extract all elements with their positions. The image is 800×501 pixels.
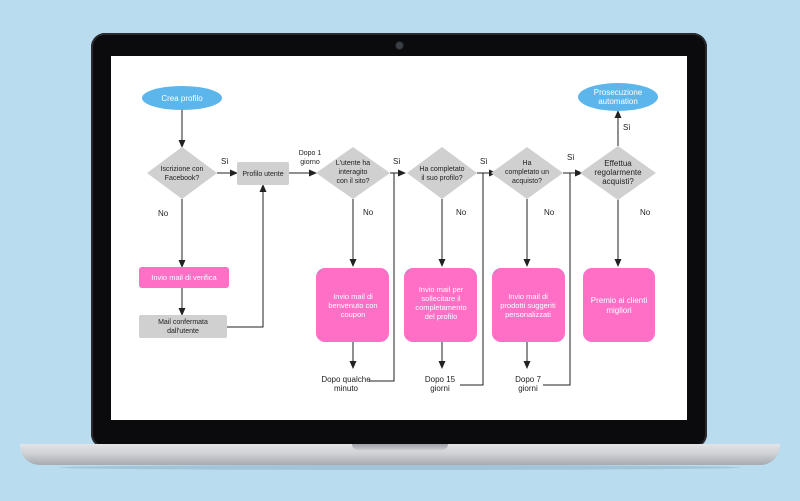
- loop-after-minutes: [369, 173, 395, 382]
- action-complete-line-3: completamento: [415, 303, 466, 312]
- action-reward-line-1: Premio ai clienti: [591, 296, 648, 305]
- loop-after-7-days: [543, 173, 571, 386]
- wait-labels: Dopo qualche minuto Dopo 15 giorni Dopo …: [321, 375, 541, 393]
- confirmed-mail-box: [139, 315, 227, 338]
- laptop-base: [20, 444, 780, 465]
- decision-completed-profile: [407, 147, 477, 199]
- end-label-line-2: automation: [598, 97, 638, 106]
- laptop-notch: [352, 444, 448, 450]
- decision-regular-line-3: acquisti?: [602, 177, 634, 186]
- action-complete-profile-mail: [404, 268, 477, 342]
- end-node: [578, 83, 658, 111]
- label-no-facebook: No: [158, 209, 169, 218]
- decision-interacted-line-3: con il sito?: [336, 178, 369, 185]
- after-1-day-line-2: giorno: [300, 159, 320, 166]
- decision-purchase: [491, 147, 563, 199]
- profile-user-box: [237, 162, 289, 185]
- flowchart: Crea profilo Prosecuzione automation Isc…: [139, 83, 658, 393]
- action-complete-line-4: del profilo: [425, 312, 458, 321]
- label-yes-completed: Sì: [480, 157, 488, 166]
- after-minutes-line-1: Dopo qualche: [321, 375, 371, 384]
- after-7-days-line-1: Dopo 7: [515, 375, 541, 384]
- confirmed-mail-line-1: Mail confermata: [158, 319, 208, 326]
- after-15-days-line-2: giorni: [430, 384, 450, 393]
- action-welcome-line-1: Invio mail di: [333, 292, 373, 301]
- action-suggested-products-mail: [492, 268, 565, 342]
- decision-regular-line-2: regolarmente: [594, 168, 642, 177]
- action-suggested-line-1: Invio mail di: [508, 292, 548, 301]
- decision-facebook-line-2: Facebook?: [165, 175, 200, 182]
- label-no-purchase: No: [544, 208, 555, 217]
- action-welcome-mail: [316, 268, 389, 342]
- laptop-shadow: [60, 465, 740, 470]
- label-yes-purchase: Sì: [567, 153, 575, 162]
- edge-labels: Sì No No Sì No Sì No Sì Sì No: [158, 123, 651, 218]
- decision-purchase-line-3: acquisto?: [512, 178, 542, 185]
- after-15-days-line-1: Dopo 15: [425, 375, 456, 384]
- decision-regular: [580, 146, 656, 200]
- action-suggested-line-2: prodotti suggeriti: [500, 301, 556, 310]
- decision-purchase-line-2: completato un: [505, 169, 549, 176]
- label-no-completed: No: [456, 208, 467, 217]
- action-suggested-line-3: personalizzati: [505, 310, 551, 319]
- start-label: Crea profilo: [161, 94, 203, 103]
- webcam-icon: [396, 42, 403, 49]
- label-no-regular: No: [640, 208, 651, 217]
- action-reward-customers: [583, 268, 655, 342]
- start-node: [142, 86, 222, 110]
- timing-labels: Dopo 1 giorno: [299, 150, 322, 166]
- decision-facebook: [147, 147, 217, 199]
- decision-completed-line-1: Ha completato: [419, 166, 464, 173]
- connectors: [178, 109, 622, 386]
- after-1-day-line-1: Dopo 1: [299, 150, 322, 157]
- decision-interacted: [316, 147, 390, 199]
- laptop-screen: Crea profilo Prosecuzione automation Isc…: [111, 56, 687, 420]
- after-7-days-line-2: giorni: [518, 384, 538, 393]
- verify-mail-label: Invio mail di verifica: [151, 273, 217, 282]
- decision-interacted-line-1: L'utente ha: [336, 160, 371, 167]
- decision-interacted-line-2: interagito: [339, 169, 368, 176]
- action-reward-line-2: migliori: [606, 306, 632, 315]
- confirmed-mail-line-2: dall'utente: [167, 328, 199, 335]
- label-yes-regular: Sì: [623, 123, 631, 132]
- label-yes-interacted: Sì: [393, 157, 401, 166]
- arrow-confirmed-to-profile: [227, 184, 267, 328]
- action-complete-line-1: Invio mail per: [419, 285, 464, 294]
- verify-mail-box: [139, 267, 229, 288]
- decision-purchase-line-1: Ha: [523, 160, 532, 167]
- label-yes-facebook: Sì: [221, 157, 229, 166]
- action-welcome-line-3: coupon: [341, 310, 366, 319]
- action-welcome-line-2: benvenuto con: [328, 301, 377, 310]
- loop-after-15-days: [460, 173, 484, 386]
- profile-user-label: Profilo utente: [242, 171, 283, 178]
- decision-facebook-line-1: Iscrizione con: [161, 166, 204, 173]
- label-no-interacted: No: [363, 208, 374, 217]
- after-minutes-line-2: minuto: [334, 384, 359, 393]
- decision-completed-line-2: il suo profilo?: [421, 175, 462, 182]
- end-label-line-1: Prosecuzione: [594, 88, 643, 97]
- action-complete-line-2: sollecitare il: [421, 294, 461, 303]
- decision-regular-line-1: Effettua: [604, 159, 632, 168]
